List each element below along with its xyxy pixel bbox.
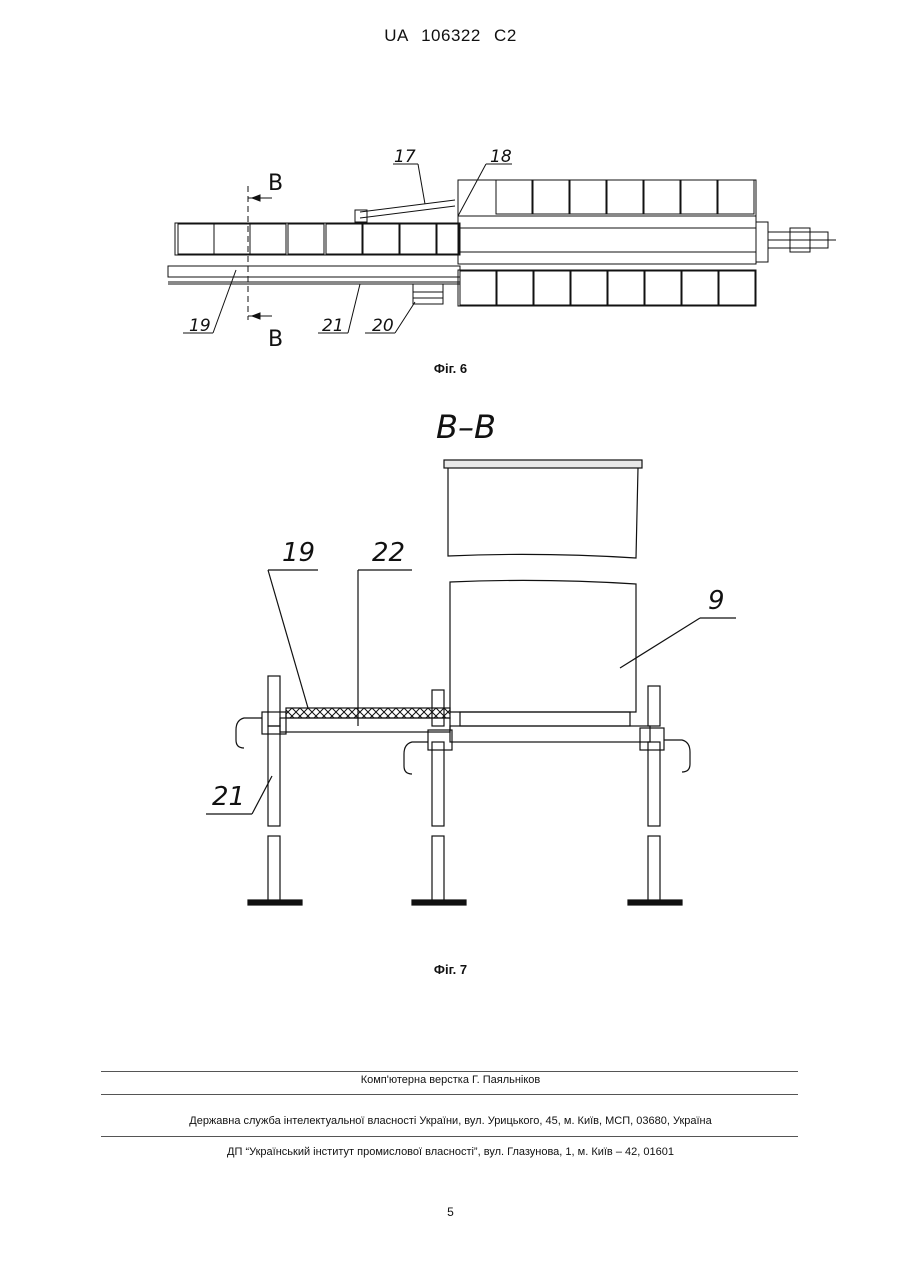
fig7-label-21: 21 — [212, 782, 245, 812]
page-number: 5 — [0, 1205, 901, 1219]
layout-credit: Комп'ютерна верстка Г. Паяльніков — [0, 1074, 901, 1086]
fig7-label-19: 19 — [282, 538, 315, 568]
fig7-label-22: 22 — [372, 538, 405, 568]
agency-address: Державна служба інтелектуальної власност… — [0, 1115, 901, 1127]
figure-7-caption: Фіг. 7 — [0, 962, 901, 977]
figure-7-drawing — [0, 0, 901, 960]
fig7-label-9: 9 — [708, 586, 725, 616]
footer-divider — [101, 1094, 798, 1095]
institute-address: ДП “Український інститут промислової вла… — [0, 1146, 901, 1158]
footer-divider — [101, 1071, 798, 1072]
footer-divider — [101, 1136, 798, 1137]
